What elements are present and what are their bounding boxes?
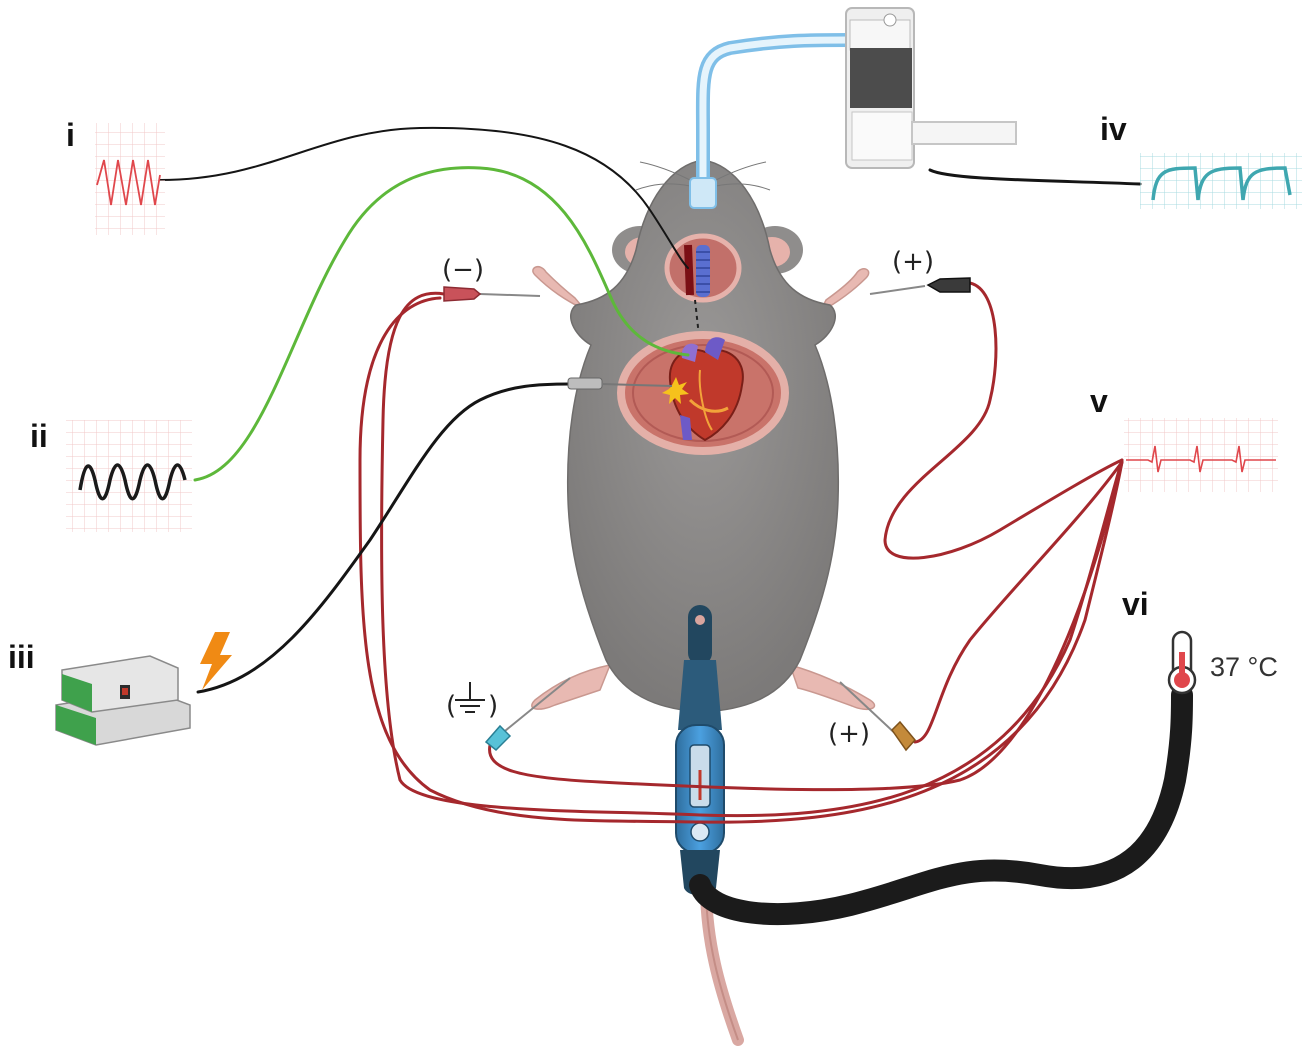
stimulator-device-icon: [55, 655, 191, 746]
ground-paren-right: ): [488, 691, 498, 721]
heart-icon: [668, 337, 744, 442]
label-i: i: [66, 117, 75, 153]
thermometer-icon: [1167, 630, 1197, 695]
ecg-wire-left-arm: [380, 291, 1124, 818]
right-leg-electrode: [839, 681, 916, 752]
respiratory-trace-icon: [1140, 153, 1302, 209]
ventilator-icon: [845, 7, 1017, 169]
ground-paren-left: (: [446, 691, 456, 721]
right-arm-electrode-label: (+): [892, 247, 934, 277]
right-arm-electrode: [869, 277, 971, 295]
stimulator-wire: [196, 382, 572, 694]
temperature-label: 37 °C: [1210, 652, 1278, 682]
ventilator-signal-wire: [928, 168, 1142, 186]
left-arm-electrode-label: (−): [442, 255, 484, 285]
lightning-icon: [200, 632, 232, 690]
label-v: v: [1090, 383, 1108, 419]
ventilator-tubing: [689, 33, 851, 209]
mouse-illustration: [531, 159, 876, 1046]
label-vi: vi: [1122, 586, 1149, 622]
ecg-trace-icon: [1124, 418, 1278, 492]
pressure-catheter-wire: [159, 126, 689, 269]
pacing-wire: [193, 166, 690, 482]
ecg-wire-right-leg: [913, 460, 1124, 744]
ecg-wire-ground: [488, 460, 1124, 792]
pacing-trace-icon: [66, 420, 192, 532]
pressure-trace-icon: [95, 123, 165, 235]
label-iii: iii: [8, 639, 35, 675]
right-leg-electrode-label: (+): [828, 719, 870, 749]
label-iv: iv: [1100, 111, 1127, 147]
label-ii: ii: [30, 418, 48, 454]
ground-electrode: [484, 677, 571, 752]
stimulation-needle: [567, 377, 673, 390]
left-arm-electrode: [443, 286, 541, 302]
temperature-probe-cable: [689, 684, 1193, 926]
ecg-wire-right-arm: [883, 281, 1124, 560]
ground-symbol-icon: ( ): [446, 682, 498, 721]
